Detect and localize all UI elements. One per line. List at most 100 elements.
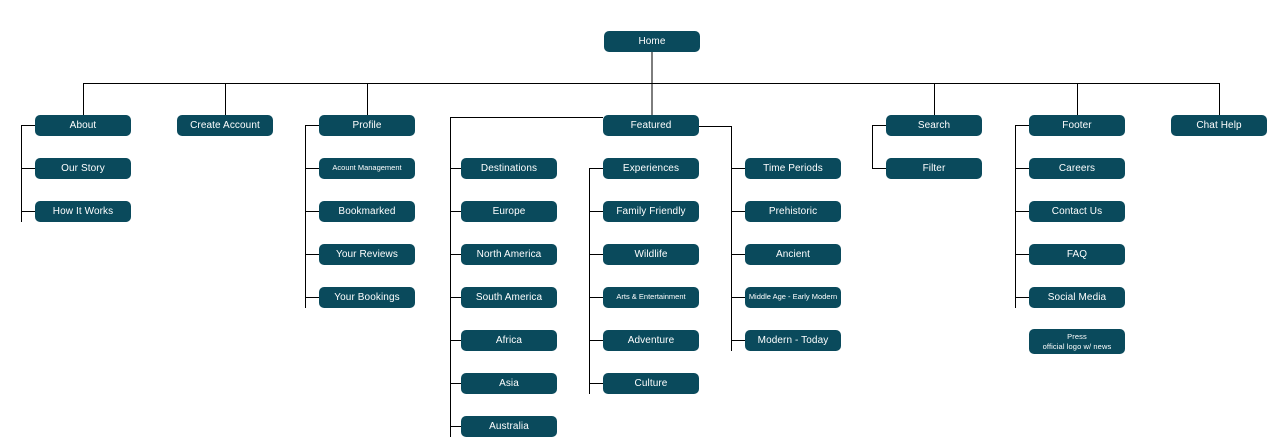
node-label: Create Account <box>190 119 260 131</box>
connector-destinations-spine <box>450 117 451 437</box>
node-adventure[interactable]: Adventure <box>603 330 699 351</box>
connector-profile-stub-2 <box>305 211 319 212</box>
connector-time-periods-stub-2 <box>731 254 745 255</box>
node-label: Careers <box>1058 162 1096 174</box>
node-label: Ancient <box>775 248 811 260</box>
connector-time-periods-spine <box>731 126 732 351</box>
node-label: FAQ <box>1066 248 1088 260</box>
node-culture[interactable]: Culture <box>603 373 699 394</box>
node-careers[interactable]: Careers <box>1029 158 1125 179</box>
node-asia[interactable]: Asia <box>461 373 557 394</box>
connector-profile-spine <box>305 125 306 308</box>
connector-destinations-stub-4 <box>450 340 461 341</box>
connector-footer-spine <box>1015 125 1016 308</box>
connector-profile-stub-0 <box>305 125 319 126</box>
node-your-bookings[interactable]: Your Bookings <box>319 287 415 308</box>
node-search[interactable]: Search <box>886 115 982 136</box>
connector-footer-stub-2 <box>1015 211 1029 212</box>
node-north-america[interactable]: North America <box>461 244 557 265</box>
node-label: Prehistoric <box>768 205 818 217</box>
node-label: Your Reviews <box>336 248 398 260</box>
node-label: Adventure <box>627 334 675 346</box>
connector-featured-spine <box>589 168 590 394</box>
node-time-periods[interactable]: Time Periods <box>745 158 841 179</box>
connector-search-stub-0 <box>872 125 886 126</box>
node-featured[interactable]: Featured <box>603 115 699 136</box>
node-profile[interactable]: Profile <box>319 115 415 136</box>
connector-featured-stub-4 <box>589 340 603 341</box>
node-label: South America <box>475 291 543 303</box>
connector-about-spine <box>21 125 22 222</box>
node-wildlife[interactable]: Wildlife <box>603 244 699 265</box>
node-contact-us[interactable]: Contact Us <box>1029 201 1125 222</box>
node-label: Culture <box>634 377 668 389</box>
connector-footer-stub-0 <box>1015 125 1029 126</box>
node-label: Australia <box>489 420 529 432</box>
connector-featured-to-destinations <box>450 117 603 118</box>
node-label: Profile <box>352 119 382 131</box>
node-label: About <box>69 119 97 131</box>
node-africa[interactable]: Africa <box>461 330 557 351</box>
connector-search-spine <box>872 125 873 169</box>
node-label: Africa <box>495 334 523 346</box>
connector-featured-stub-0 <box>589 168 603 169</box>
node-home[interactable]: Home <box>604 31 700 52</box>
node-footer[interactable]: Footer <box>1029 115 1125 136</box>
node-modern-today[interactable]: Modern - Today <box>745 330 841 351</box>
node-australia[interactable]: Australia <box>461 416 557 437</box>
press-line-2: official logo w/ news <box>1042 341 1112 351</box>
node-create-account[interactable]: Create Account <box>177 115 273 136</box>
node-label: Wildlife <box>634 248 668 260</box>
connector-level2-bus <box>83 83 1219 84</box>
node-south-america[interactable]: South America <box>461 287 557 308</box>
node-label: Contact Us <box>1051 205 1103 217</box>
node-press[interactable]: Press official logo w/ news <box>1029 329 1125 354</box>
node-experiences[interactable]: Experiences <box>603 158 699 179</box>
node-ancient[interactable]: Ancient <box>745 244 841 265</box>
node-label: Time Periods <box>763 162 823 174</box>
node-europe[interactable]: Europe <box>461 201 557 222</box>
node-how-it-works[interactable]: How It Works <box>35 201 131 222</box>
node-your-reviews[interactable]: Your Reviews <box>319 244 415 265</box>
node-social-media[interactable]: Social Media <box>1029 287 1125 308</box>
press-line-1: Press <box>1067 332 1087 342</box>
connector-drop-search <box>934 83 935 115</box>
connector-drop-profile <box>367 83 368 115</box>
node-filter[interactable]: Filter <box>886 158 982 179</box>
connector-time-periods-stub-1 <box>731 211 745 212</box>
node-label: Our Story <box>61 162 105 174</box>
connector-profile-stub-1 <box>305 168 319 169</box>
connector-time-periods-stub-3 <box>731 297 745 298</box>
node-acount-management[interactable]: Acount Management <box>319 158 415 179</box>
node-label: Acount Management <box>332 163 402 173</box>
node-label: North America <box>476 248 542 260</box>
node-arts-entertainment[interactable]: Arts & Entertainment <box>603 287 699 308</box>
node-label: Modern - Today <box>757 334 829 346</box>
node-destinations[interactable]: Destinations <box>461 158 557 179</box>
connector-profile-stub-3 <box>305 254 319 255</box>
node-family-friendly[interactable]: Family Friendly <box>603 201 699 222</box>
connector-about-stub-0 <box>21 125 35 126</box>
node-bookmarked[interactable]: Bookmarked <box>319 201 415 222</box>
node-about[interactable]: About <box>35 115 131 136</box>
node-label: Home <box>638 35 666 47</box>
connector-destinations-stub-0 <box>450 168 461 169</box>
node-prehistoric[interactable]: Prehistoric <box>745 201 841 222</box>
node-label: How It Works <box>52 205 114 217</box>
node-our-story[interactable]: Our Story <box>35 158 131 179</box>
node-label: Destinations <box>480 162 538 174</box>
node-label: Bookmarked <box>338 205 396 217</box>
connector-time-periods-stub-0 <box>731 168 745 169</box>
node-chat-help[interactable]: Chat Help <box>1171 115 1267 136</box>
node-label: Filter <box>922 162 946 174</box>
node-label: Featured <box>630 119 672 131</box>
node-faq[interactable]: FAQ <box>1029 244 1125 265</box>
connector-time-periods-stub-4 <box>731 340 745 341</box>
connector-destinations-stub-2 <box>450 254 461 255</box>
node-label: Search <box>917 119 951 131</box>
connector-featured-stub-1 <box>589 211 603 212</box>
node-label: Asia <box>499 377 519 389</box>
node-label: Family Friendly <box>616 205 686 217</box>
node-middle-age-early-modern[interactable]: Middle Age - Early Modern <box>745 287 841 308</box>
connector-drop-about <box>83 83 84 115</box>
